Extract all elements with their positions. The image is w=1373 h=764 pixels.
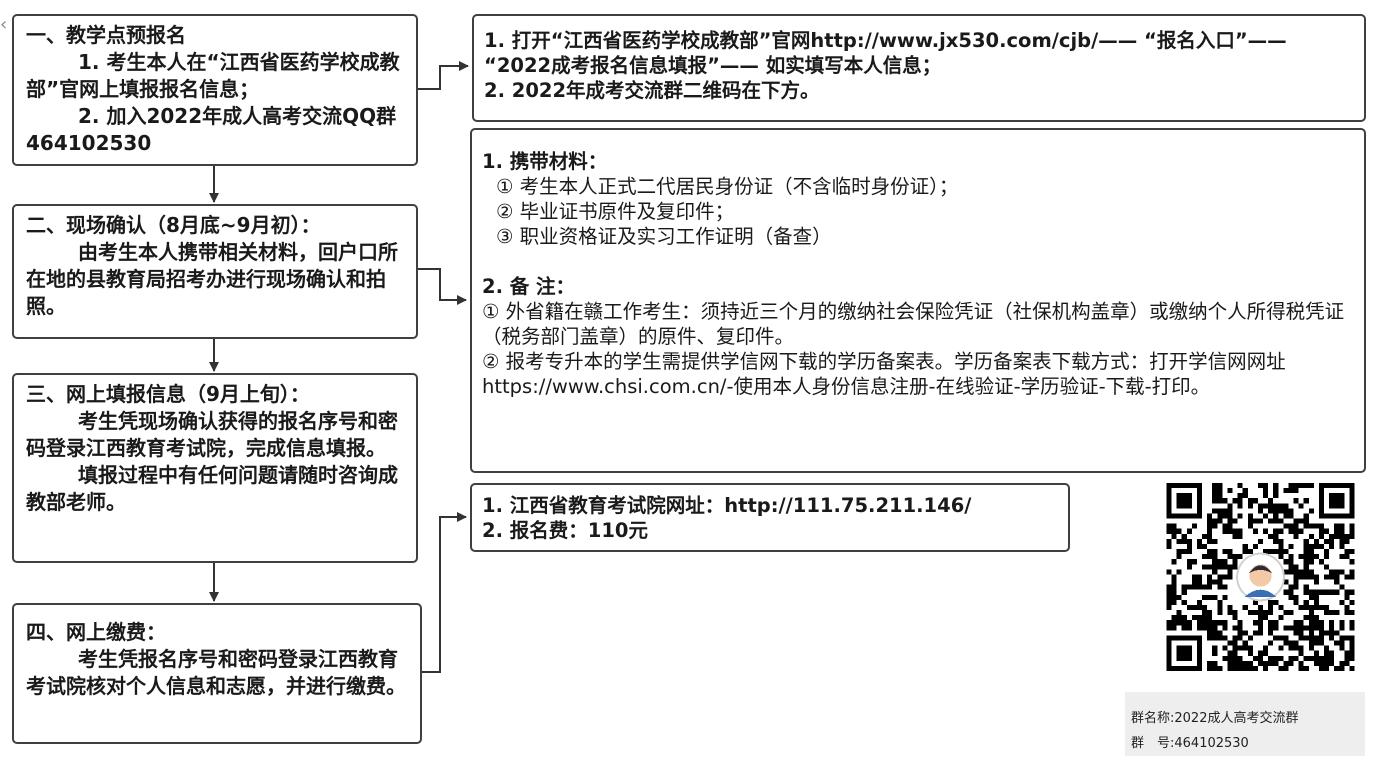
step-4-box: 四、网上缴费： 考生凭报名序号和密码登录江西教育考试院核对个人信息和志愿，并进行… (12, 603, 422, 744)
step-4-text-1: 考生凭报名序号和密码登录江西教育考试院核对个人信息和志愿，并进行缴费。 (26, 647, 406, 698)
qr-group-number: 群 号:464102530 (1131, 736, 1249, 751)
note-item-2: ② 报考专升本的学生需提供学信网下载的学历备案表。学历备案表下载方式：打开学信网… (482, 350, 1286, 398)
edge-chevron-icon: ‹ (0, 14, 8, 35)
step-3-box: 三、网上填报信息（9月上旬）： 考生凭现场确认获得的报名序号和密码登录江西教育考… (12, 373, 418, 563)
step-1-text-2: 2. 加入2022年成人高考交流QQ群464102530 (26, 104, 397, 155)
detail-1-box: 1. 打开“江西省医药学校成教部”官网http://www.jx530.com/… (472, 14, 1366, 122)
step-2-box: 二、现场确认（8月底~9月初）： 由考生本人携带相关材料，回户口所在地的县教育局… (12, 204, 418, 339)
qr-caption: 群名称:2022成人高考交流群 群 号:464102530 (1125, 692, 1365, 756)
step-3-title: 三、网上填报信息（9月上旬）： (26, 382, 310, 406)
step-3-text-2: 填报过程中有任何问题请随时咨询成教部老师。 (26, 463, 398, 514)
step-1-box: 一、教学点预报名 1. 考生本人在“江西省医药学校成教部”官网上填报报名信息； … (12, 14, 418, 166)
step-1-title: 一、教学点预报名 (26, 23, 186, 47)
detail-3-box: 1. 江西省教育考试院网址：http://111.75.211.146/ 2. … (470, 483, 1070, 552)
material-item-2: ② 毕业证书原件及复印件； (496, 200, 735, 223)
step-1-text-1: 1. 考生本人在“江西省医药学校成教部”官网上填报报名信息； (26, 50, 400, 101)
connector-step34-detail3 (422, 512, 467, 673)
note-item-1: ① 外省籍在赣工作考生：须持近三个月的缴纳社会保险凭证（社保机构盖章）或缴纳个人… (482, 300, 1345, 348)
connector-step1-detail1 (418, 61, 469, 90)
materials-title: 1. 携带材料： (482, 150, 608, 173)
material-item-3: ③ 职业资格证及实习工作证明（备查） (496, 225, 832, 248)
step-2-text-1: 由考生本人携带相关材料，回户口所在地的县教育局招考办进行现场确认和拍照。 (26, 240, 398, 318)
detail-2-box: 1. 携带材料： ① 考生本人正式二代居民身份证（不含临时身份证）； ② 毕业证… (470, 128, 1366, 473)
connector-step2-detail2 (418, 268, 467, 305)
qr-code-icon (1166, 483, 1355, 671)
detail-3-line-2: 2. 报名费：110元 (482, 519, 648, 542)
detail-1-line-2: 2. 2022年成考交流群二维码在下方。 (484, 79, 820, 102)
step-2-title: 二、现场确认（8月底~9月初）： (26, 213, 321, 237)
qr-group-name: 群名称:2022成人高考交流群 (1131, 711, 1299, 726)
detail-1-line-1: 1. 打开“江西省医药学校成教部”官网http://www.jx530.com/… (484, 29, 1287, 77)
detail-3-line-1: 1. 江西省教育考试院网址：http://111.75.211.146/ (482, 494, 972, 517)
notes-title: 2. 备 注： (482, 275, 576, 298)
step-3-text-1: 考生凭现场确认获得的报名序号和密码登录江西教育考试院，完成信息填报。 (26, 409, 398, 460)
material-item-1: ① 考生本人正式二代居民身份证（不含临时身份证）； (496, 175, 959, 198)
step-4-title: 四、网上缴费： (26, 620, 166, 644)
